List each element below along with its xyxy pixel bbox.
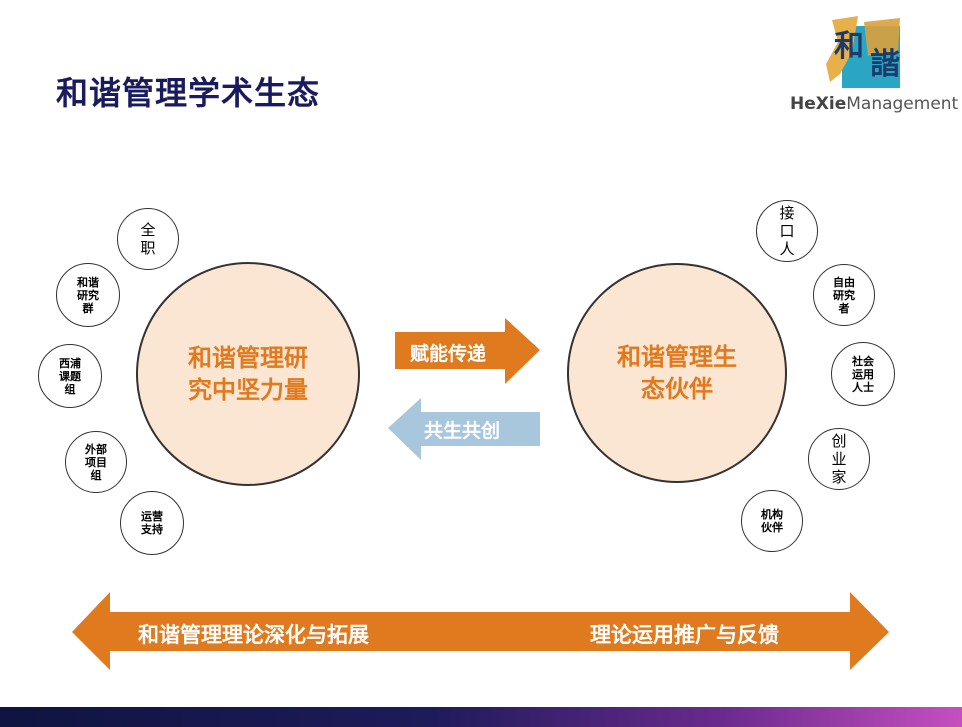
left-satellite-ops-support: 运营支持 <box>120 491 184 555</box>
forward-arrow-label: 赋能传递 <box>410 343 487 365</box>
right-satellite-practitioner: 社会运用人士 <box>831 342 895 406</box>
left-core-label-line1: 和谐管理研 <box>188 344 308 372</box>
left-satellite-xjtlu-team: 西浦课题组 <box>38 344 102 408</box>
backward-arrow <box>388 398 540 460</box>
backward-arrow-label: 共生共创 <box>424 420 501 442</box>
left-satellite-fulltime: 全职 <box>117 208 179 270</box>
forward-arrow <box>395 318 540 384</box>
right-core-label-line2: 态伙伴 <box>641 375 713 403</box>
page-title: 和谐管理学术生态 <box>56 74 321 112</box>
bottom-arrow-left-label: 和谐管理理论深化与拓展 <box>138 623 369 647</box>
footer-gradient-bar <box>0 707 962 727</box>
svg-text:諧: 諧 <box>870 47 900 82</box>
left-core-label-line2: 究中坚力量 <box>188 376 308 404</box>
hexie-logo: 諧 和 <box>826 16 900 88</box>
logo-wordmark: HeXieManagement <box>790 94 959 114</box>
right-satellite-institution-partner: 机构伙伴 <box>741 490 803 552</box>
right-satellite-independent-researcher: 自由研究者 <box>813 264 875 326</box>
right-core-circle: 和谐管理生态伙伴 <box>567 263 787 483</box>
left-satellite-external-project: 外部项目组 <box>65 431 127 493</box>
svg-text:和: 和 <box>834 29 864 64</box>
left-satellite-research-group: 和谐研究群 <box>56 263 120 327</box>
right-core-label-line1: 和谐管理生 <box>617 343 737 371</box>
bottom-double-arrow <box>72 592 889 670</box>
right-satellite-entrepreneur: 创业家 <box>808 428 870 490</box>
bottom-arrow-right-label: 理论运用推广与反馈 <box>590 623 779 647</box>
left-core-circle: 和谐管理研究中坚力量 <box>136 262 360 486</box>
right-satellite-liaison: 接口人 <box>756 200 818 262</box>
